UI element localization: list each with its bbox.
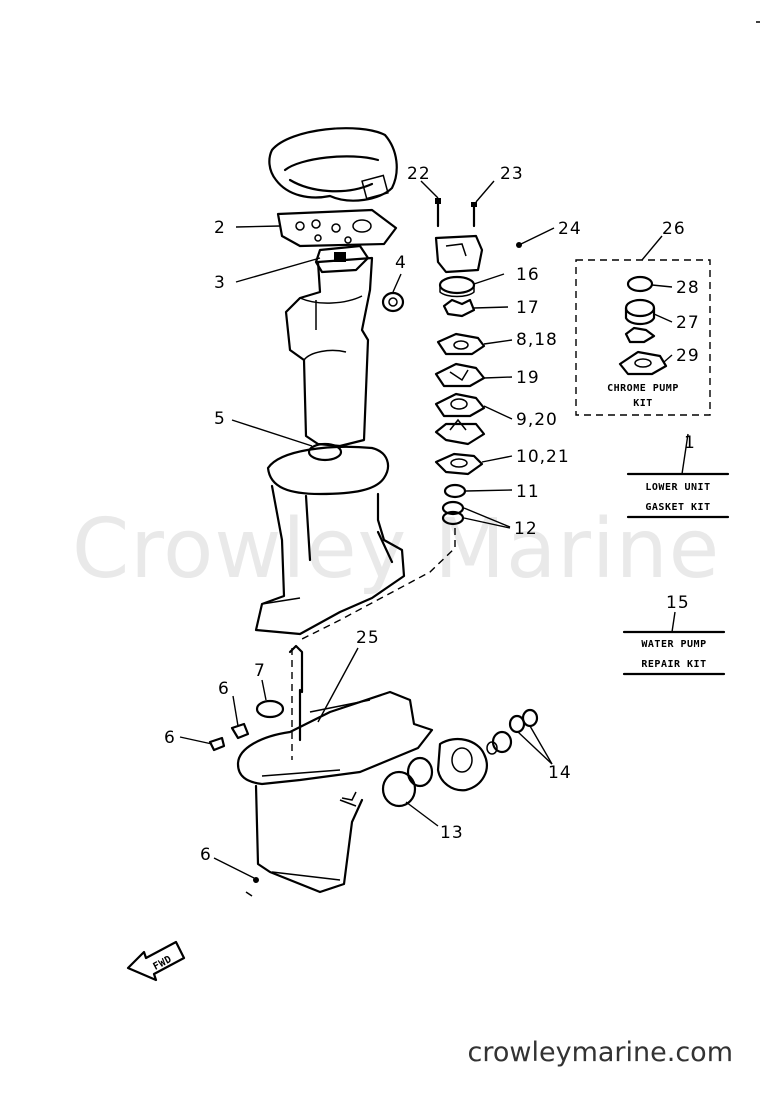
lower-unit-kit-line1: LOWER UNIT: [645, 482, 710, 493]
lower-unit-kit-line2: GASKET KIT: [645, 502, 710, 513]
gasket-part-2: [276, 208, 398, 248]
water-pump-kit-line1: WATER PUMP: [641, 639, 706, 650]
label-part-2: 2: [214, 218, 226, 238]
label-part-24: 24: [558, 219, 582, 239]
water-pump-kit-line2: REPAIR KIT: [641, 659, 706, 670]
label-part-15: 15: [666, 593, 690, 613]
oring-part-11: [443, 483, 467, 499]
chrome-pump-kit-line2: KIT: [633, 398, 653, 409]
seal-part-3: [314, 244, 370, 274]
label-part-16: 16: [516, 265, 540, 285]
label-part-26: 26: [662, 219, 686, 239]
shift-rod-part: [341, 791, 357, 801]
label-part-25: 25: [356, 628, 380, 648]
label-part-6-c: 6: [200, 845, 212, 865]
label-part-27: 27: [676, 313, 700, 333]
chrome-pump-kit-line1: CHROME PUMP: [607, 383, 679, 394]
label-part-12: 12: [514, 519, 538, 539]
prop-shaft-housing-part: [406, 730, 513, 792]
label-part-29: 29: [676, 346, 700, 366]
label-part-28: 28: [676, 278, 700, 298]
seals-part-14: [508, 708, 539, 734]
pump-housing-part: [434, 234, 484, 274]
label-part-22: 22: [407, 164, 431, 184]
grommet-part-4: [381, 291, 405, 313]
pin-part-24: [516, 242, 522, 248]
rings-part-12: [441, 500, 465, 526]
bolt-part-23: [471, 202, 477, 228]
label-part-23: 23: [500, 164, 524, 184]
kit-impeller-part: [624, 326, 656, 344]
forward-arrow-icon: FWD: [126, 940, 186, 982]
label-part-1: 1: [684, 433, 696, 453]
exhaust-tube-part: [284, 256, 374, 448]
label-part-7: 7: [254, 661, 266, 681]
label-part-17: 17: [516, 298, 540, 318]
oring-part-13: [381, 770, 417, 808]
outer-plate-part: [434, 418, 486, 446]
kit-part-29: [618, 350, 668, 376]
gasket-part-8-18: [436, 332, 486, 356]
label-part-14: 14: [548, 763, 572, 783]
label-part-9-20: 9,20: [516, 410, 558, 430]
label-part-3: 3: [214, 273, 226, 293]
upper-casing-part: [254, 445, 406, 636]
impeller-part-17: [442, 298, 476, 318]
label-part-10-21: 10,21: [516, 447, 570, 467]
lower-casing-part: [236, 644, 434, 894]
label-part-5: 5: [214, 409, 226, 429]
leader-lines: [179, 180, 689, 879]
seal-part-5: [307, 442, 343, 462]
exhaust-plate-part: [268, 127, 398, 202]
label-part-11: 11: [516, 482, 540, 502]
label-part-6-a: 6: [218, 679, 230, 699]
kit-part-28: [626, 275, 654, 293]
kit-part-27: [624, 298, 656, 326]
label-part-4: 4: [395, 253, 407, 273]
gasket-part-10-21: [434, 452, 484, 476]
label-part-8-18: 8,18: [516, 330, 558, 350]
gasket-part-9-20: [434, 392, 486, 418]
shaft-guide-line: [299, 528, 456, 641]
insert-cartridge-part-16: [438, 275, 476, 298]
label-part-19: 19: [516, 368, 540, 388]
plate-part-19: [434, 362, 486, 388]
label-part-6-b: 6: [164, 728, 176, 748]
screw-parts-6: [208, 722, 259, 897]
bolt-part-22: [435, 198, 441, 228]
site-url: crowleymarine.com: [467, 1037, 733, 1068]
label-part-13: 13: [440, 823, 464, 843]
chrome-pump-kit-box: [575, 259, 711, 416]
plug-part-7: [255, 699, 285, 719]
